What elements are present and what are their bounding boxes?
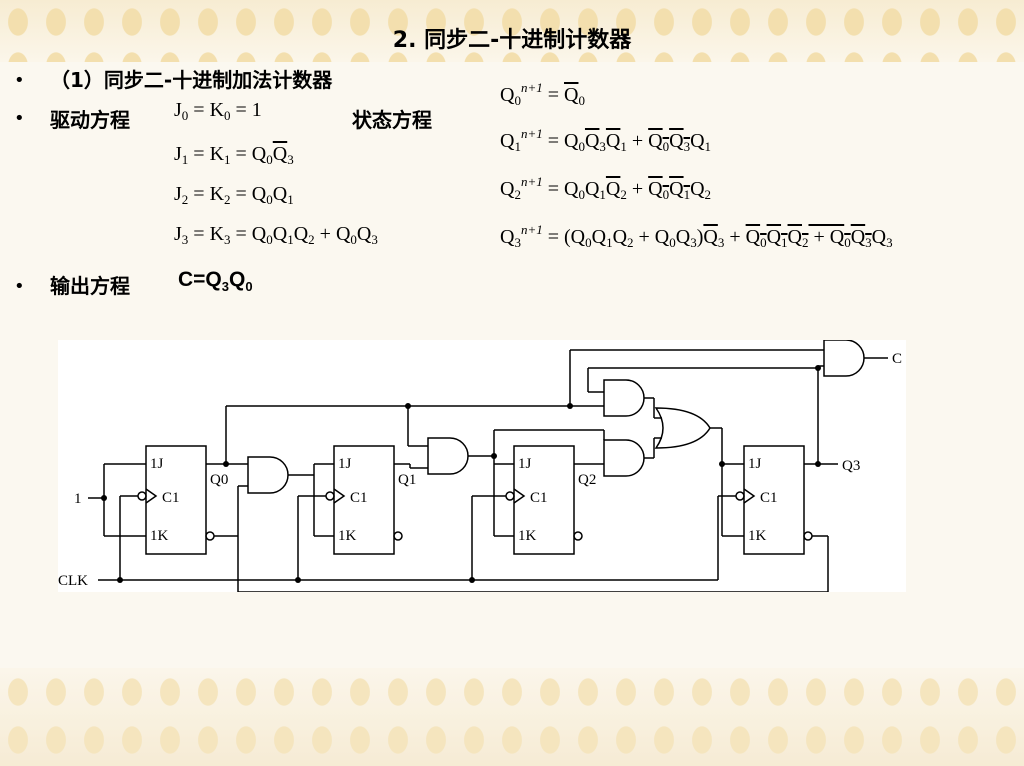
top-decor-band [0, 0, 1024, 62]
output-equation: C=Q3Q0 [178, 268, 253, 294]
ff0-c-label: C1 [162, 490, 180, 506]
ff3-j-label: 1J [748, 456, 762, 472]
ff3-c-label: C1 [760, 490, 778, 506]
and-gate-1 [247, 456, 289, 494]
or-gate [654, 407, 711, 449]
and-gate-3 [603, 379, 645, 417]
drive-eq-j2: J2 = K2 = Q0Q1 [174, 183, 294, 207]
drive-eq-j3: J3 = K3 = Q0Q1Q2 + Q0Q3 [174, 223, 378, 247]
state-equations-label: 状态方程 [352, 108, 432, 132]
bullet: • [14, 70, 25, 91]
q2-label: Q2 [578, 472, 596, 488]
ff1-c-label: C1 [350, 490, 368, 506]
ff3-k-label: 1K [748, 528, 767, 544]
slide-title: 2. 同步二-十进制计数器 [392, 28, 632, 53]
q3-label: Q3 [842, 458, 860, 474]
input-one-label: 1 [74, 491, 82, 507]
section-heading: （1）同步二-十进制加法计数器 [50, 68, 333, 92]
clk-label: CLK [58, 573, 88, 589]
drive-eq-j0: J0 = K0 = 1 [174, 99, 262, 123]
flip-flop-2 [513, 445, 575, 555]
flip-flop-0 [145, 445, 207, 555]
ff0-k-label: 1K [150, 528, 169, 544]
ff1-k-label: 1K [338, 528, 357, 544]
state-eq-q1: Q1n+1 = Q0Q3Q1 + Q0Q3Q1 [500, 126, 712, 154]
circuit-svg: 1J C1 1K 1J C1 1K 1J C1 1K 1J C1 1K Q0 Q… [58, 339, 902, 593]
q1-label: Q1 [398, 472, 416, 488]
flip-flop-3 [743, 445, 805, 555]
and-gate-2 [427, 437, 469, 475]
q0-label: Q0 [210, 472, 228, 488]
output-equation-label: 输出方程 [50, 274, 130, 298]
bottom-decor-band [0, 668, 1024, 766]
ff2-j-label: 1J [518, 456, 532, 472]
ff0-j-label: 1J [150, 456, 164, 472]
carry-output-label: C [892, 351, 902, 367]
flip-flop-1 [333, 445, 395, 555]
ff1-j-label: 1J [338, 456, 352, 472]
and-gate-4 [603, 439, 645, 477]
state-eq-q2: Q2n+1 = Q0Q1Q2 + Q0Q1Q2 [500, 174, 712, 202]
bullet: • [14, 108, 25, 129]
and-gate-carry [823, 339, 865, 377]
state-eq-q0: Q0n+1 = Q0 [500, 80, 585, 108]
ff2-c-label: C1 [530, 490, 548, 506]
state-eq-q3: Q3n+1 = (Q0Q1Q2 + Q0Q3)Q3 + Q0Q1Q2 + Q0Q… [500, 222, 893, 250]
bullet: • [14, 276, 25, 297]
ff2-k-label: 1K [518, 528, 537, 544]
drive-equations-label: 驱动方程 [50, 108, 130, 132]
counter-circuit-diagram: 1J C1 1K 1J C1 1K 1J C1 1K 1J C1 1K Q0 Q… [58, 339, 906, 593]
drive-eq-j1: J1 = K1 = Q0Q3 [174, 143, 294, 167]
